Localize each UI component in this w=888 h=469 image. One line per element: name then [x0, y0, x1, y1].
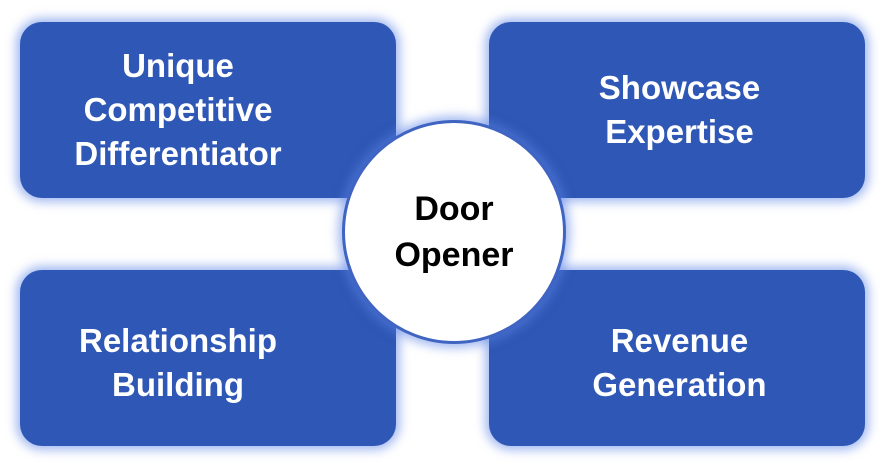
center-node-door-opener: Door Opener	[342, 120, 566, 344]
node-revenue-generation: Revenue Generation	[489, 270, 865, 446]
node-relationship-building: Relationship Building	[20, 270, 396, 446]
node-label: Revenue Generation	[592, 322, 767, 403]
node-unique-competitive-differentiator: Unique Competitive Differentiator	[20, 22, 396, 198]
node-showcase-expertise: Showcase Expertise	[489, 22, 865, 198]
center-label: Door Opener	[394, 190, 514, 274]
node-label: Relationship Building	[78, 322, 278, 403]
node-label: Showcase Expertise	[598, 69, 761, 150]
node-label: Unique Competitive Differentiator	[74, 47, 282, 172]
